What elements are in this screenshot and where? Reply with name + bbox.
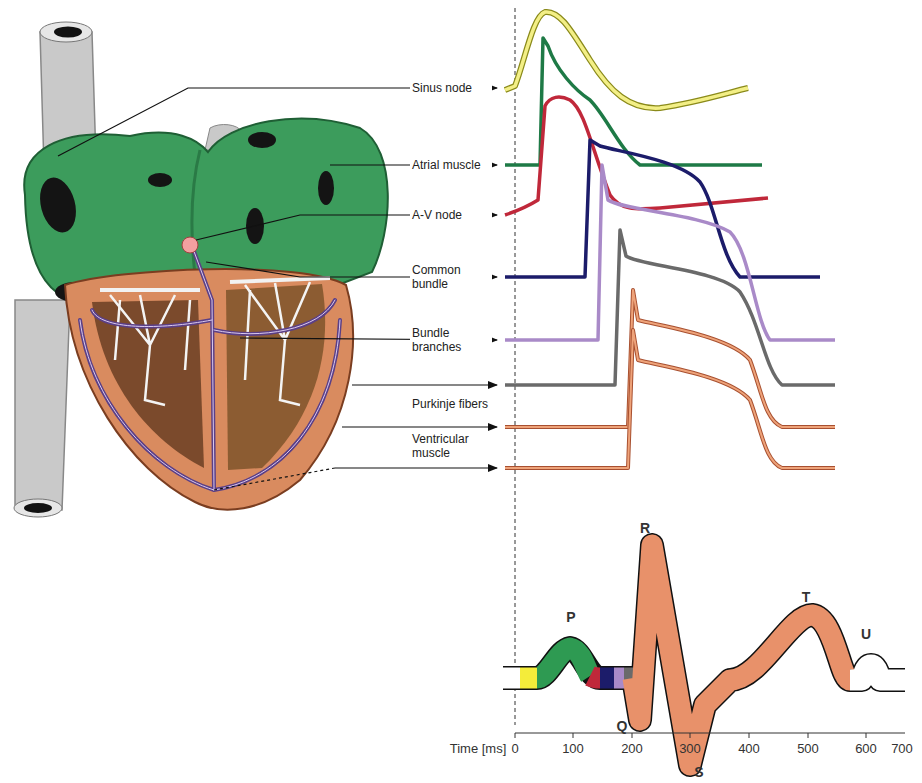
- part-label: Sinus node: [410, 80, 492, 96]
- part-label: Ventricular muscle: [410, 431, 492, 461]
- part-label: Common bundle: [410, 262, 492, 292]
- wave-label: T: [802, 589, 811, 605]
- wave-label: U: [861, 626, 871, 642]
- part-label: Atrial muscle: [410, 157, 492, 173]
- tick-label: 400: [738, 741, 760, 756]
- tick-label: 600: [855, 741, 877, 756]
- tick-label: 300: [679, 741, 701, 756]
- part-label: Purkinje fibers: [410, 396, 492, 412]
- tick-label: 100: [562, 741, 584, 756]
- part-label: Bundle branches: [410, 325, 492, 355]
- wave-label: S: [694, 764, 703, 780]
- wave-label: R: [640, 520, 650, 536]
- tick-label: 700: [891, 741, 913, 756]
- tick-label: 200: [621, 741, 643, 756]
- axis-title: Time [ms]: [450, 741, 507, 756]
- tick-label: 500: [797, 741, 819, 756]
- wave-label: P: [566, 609, 575, 625]
- part-label: A-V node: [410, 207, 492, 223]
- wave-label: Q: [617, 718, 628, 734]
- tick-label: 0: [511, 741, 518, 756]
